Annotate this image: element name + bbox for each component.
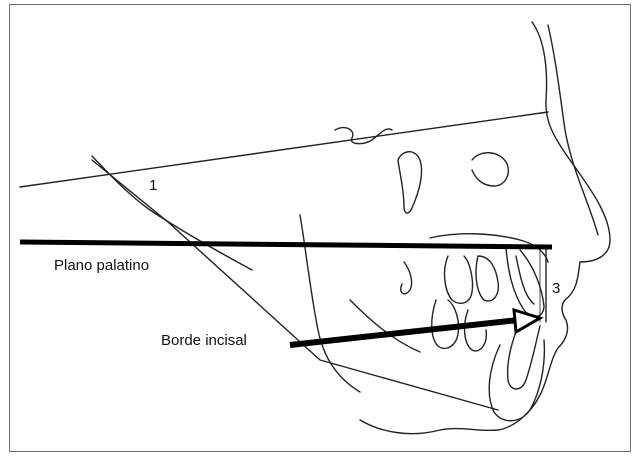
frankfort-line: [20, 112, 548, 187]
palatal-plane-label: Plano palatino: [54, 258, 149, 273]
point-1-label: 1: [149, 178, 157, 193]
orbit: [472, 153, 508, 186]
soft-tissue-profile: [440, 22, 610, 430]
palatal-plane-line: [20, 242, 552, 247]
point-3-label: 3: [552, 281, 560, 296]
upper-molar: [445, 256, 473, 303]
coronoid-sketch: [401, 262, 412, 294]
mandibular-plane-line: [92, 160, 498, 410]
incisal-arrow-head: [514, 310, 540, 332]
throat-line: [360, 420, 440, 434]
lower-jaw-inner: [350, 300, 420, 352]
incisal-arrow-shaft: [290, 320, 518, 345]
upper-premolar: [476, 256, 498, 301]
posterior-ramus: [300, 215, 360, 392]
upper-incisor: [506, 248, 544, 316]
orbit-lower: [398, 152, 422, 213]
lower-premolar: [465, 310, 487, 351]
upper-canine: [516, 256, 534, 304]
nasal-bridge-line: [548, 25, 598, 235]
lower-incisor: [508, 322, 540, 389]
symphysis: [489, 340, 544, 421]
incisal-edge-label: Borde incisal: [161, 333, 247, 348]
